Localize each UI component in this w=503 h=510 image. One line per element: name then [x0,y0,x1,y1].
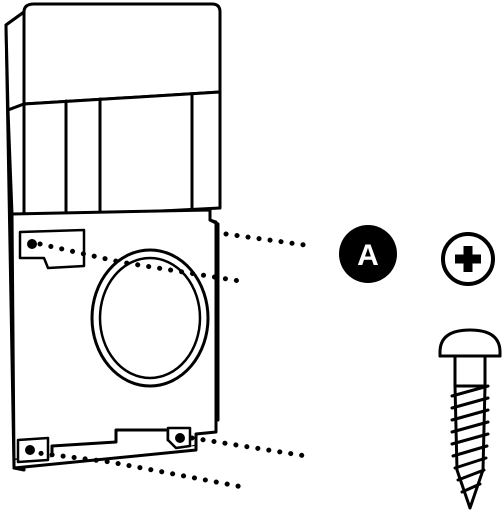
guide-line-lower-left [27,449,251,491]
callout-badge-a: A [339,225,397,283]
guide-line-upper-left [37,241,249,285]
phillips-head-icon [441,232,495,286]
device-body-icon [4,2,222,472]
screw-alignment-guides [27,231,315,491]
callout-letter: A [357,239,379,272]
guide-line-bottom-right [189,435,309,459]
wood-screw-icon [438,328,502,510]
guide-line-top-right [223,231,315,249]
